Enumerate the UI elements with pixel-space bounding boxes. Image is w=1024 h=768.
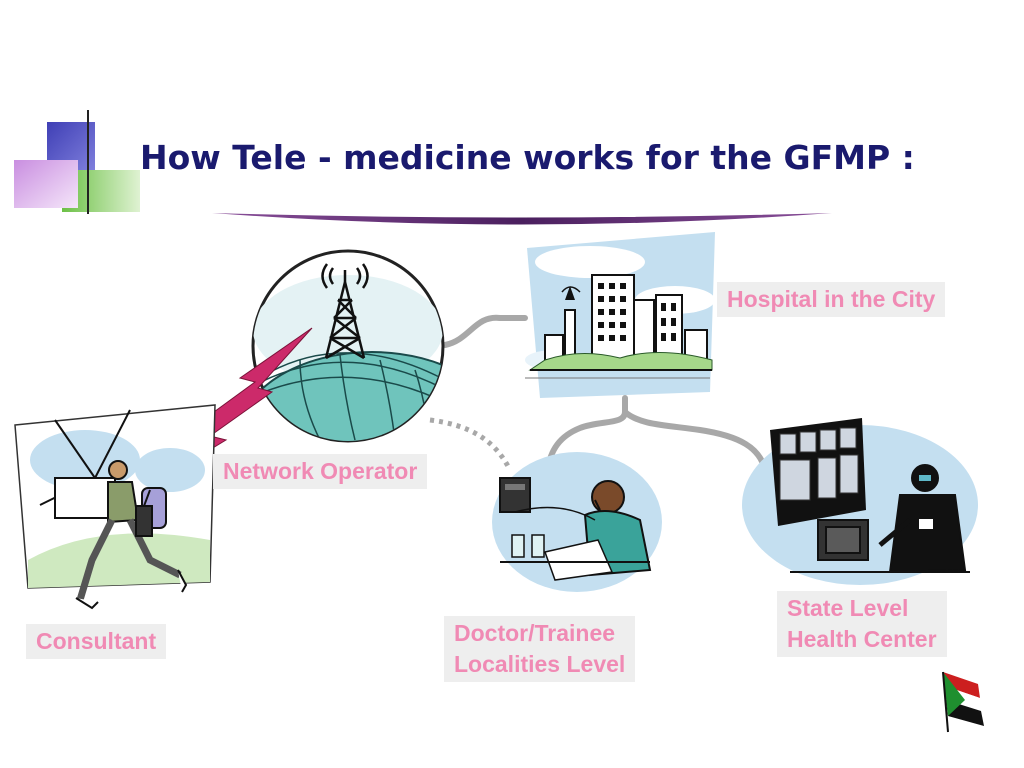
doctor-label-line1: Doctor/Trainee — [454, 620, 616, 646]
doctor-label-line2: Localities Level — [454, 651, 626, 677]
state-label-line2: Health Center — [787, 626, 937, 652]
network-operator-label: Network Operator — [213, 454, 428, 489]
doctor-trainee-label: Doctor/Trainee Localities Level — [444, 616, 636, 682]
hospital-label: Hospital in the City — [717, 282, 946, 317]
state-label-line1: State Level — [787, 595, 909, 621]
state-health-center-label: State Level Health Center — [777, 591, 947, 657]
consultant-label: Consultant — [26, 624, 167, 659]
slide-title: How Tele - medicine works for the GFMP : — [140, 138, 915, 177]
